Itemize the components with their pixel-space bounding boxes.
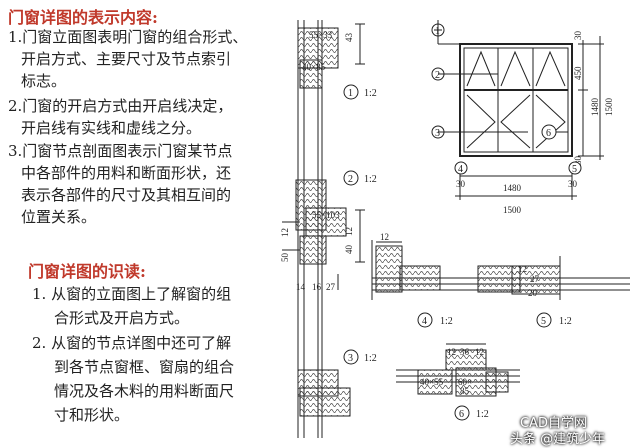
text-column: 门窗详图的表示内容: 1.门窗立面图表明门窗的组合形式、 开启方式、主要尺寸及节…	[0, 0, 285, 448]
d5-dim1-label: 12	[518, 264, 527, 274]
elev-h1-label: 450	[573, 66, 583, 80]
item-line: 1. 从窗的立面图上了解窗的组	[32, 285, 232, 303]
d6-ref-number: 6	[459, 409, 464, 420]
elev-ref2-circle	[431, 67, 445, 81]
elev-ref3: 3	[435, 128, 440, 139]
s2-dim6-label: 14	[296, 282, 306, 292]
elev-ref4: 4	[458, 164, 463, 175]
elev-ref5-circle	[568, 161, 582, 175]
item-line: 2. 从窗的节点详图中还可了解	[32, 334, 232, 352]
s3-scale: 1:2	[364, 353, 377, 364]
elev-w2-label: 1500	[503, 205, 522, 215]
s1-ref-number: 1	[348, 88, 353, 99]
d5-dim2-label: 27	[530, 274, 540, 284]
elev-w3-label: 30	[456, 179, 466, 189]
s2-ref-circle	[343, 170, 359, 186]
s1-dim2-label: 40×85	[302, 62, 326, 72]
d6-dim2-label: 36	[460, 347, 470, 357]
section1-title: 门窗详图的表示内容:	[8, 8, 158, 27]
item-line: 开启方式、主要尺寸及节点索引	[21, 50, 232, 68]
item-line: 情况及各木料的用料断面尺	[54, 382, 235, 400]
elev-ref1-circle	[431, 23, 445, 37]
section1-item-1: 1.门窗立面图表明门窗的组合形式、 开启方式、主要尺寸及节点索引 标志。	[8, 26, 247, 92]
item-line: 中各部件的用料和断面形状，还	[21, 164, 232, 182]
window-elevation	[434, 20, 604, 200]
s2-size-label: 55×103	[312, 210, 340, 220]
elev-ref6: 6	[546, 128, 551, 139]
section2-item-1: 1. 从窗的立面图上了解窗的组 合形式及开启方式。	[32, 282, 231, 330]
item-line: 合形式及开启方式。	[54, 309, 190, 327]
section2-item-2: 2. 从窗的节点详图中还可了解 到各节点窗框、窗扇的组合 情况及各木料的用料断面…	[32, 331, 234, 427]
d5-dim3-label: 20	[528, 288, 538, 298]
s1-size-label: 55×33	[309, 30, 333, 40]
s2-scale: 1:2	[364, 174, 377, 185]
mullion-section-6	[396, 343, 520, 397]
s3-ref-number: 3	[348, 353, 353, 364]
d6-dim3-label: 12	[475, 347, 484, 357]
elev-ref1: 1	[435, 26, 440, 37]
elev-ref3-circle	[431, 125, 445, 139]
item-line: 位置关系。	[21, 208, 97, 226]
item-line: 2.门窗的开启方式由开启线决定，	[8, 97, 233, 115]
elev-h3-label: 1480	[590, 98, 600, 117]
watermark-top: CAD自学网	[520, 416, 587, 431]
s2-dim2-label: 12	[344, 227, 354, 236]
watermark-bottom: 头条 @建筑少年	[510, 432, 606, 447]
s3-ref-circle	[343, 349, 359, 365]
item-line: 表示各部件的尺寸及其相互间的	[21, 186, 232, 204]
d4-dim-label: 12	[380, 232, 389, 242]
item-line: 1.门窗立面图表明门窗的组合形式、	[8, 28, 248, 46]
item-line: 寸和形状。	[54, 406, 130, 424]
d4-ref-number: 4	[422, 316, 427, 327]
s2-dim4-label: 12	[280, 228, 290, 237]
item-line: 开启线有实线和虚线之分。	[21, 119, 202, 137]
elev-h5-label: 30	[573, 156, 583, 166]
section2-title: 门窗详图的识读:	[28, 262, 146, 281]
section1-item-3: 3.门窗节点剖面图表示门窗某节点 中各部件的用料和断面形状，还 表示各部件的尺寸…	[8, 140, 232, 228]
section1-item-2: 2.门窗的开启方式由开启线决定， 开启线有实线和虚线之分。	[8, 95, 232, 139]
s1-scale: 1:2	[364, 88, 377, 99]
elev-w4-label: 30	[568, 179, 578, 189]
item-line: 到各节点窗框、窗扇的组合	[54, 358, 235, 376]
s2-dim8-label: 27	[326, 282, 336, 292]
vertical-section	[282, 20, 365, 438]
d5-scale: 1:2	[559, 316, 572, 327]
d4-ref-circle	[417, 312, 433, 328]
d5-ref-number: 5	[541, 316, 546, 327]
d6-dim1-label: 12	[447, 347, 456, 357]
d6-scale: 1:2	[476, 409, 489, 420]
item-line: 3.门窗节点剖面图表示门窗某节点	[8, 142, 233, 160]
d6-size3-label: 85	[460, 386, 470, 396]
d6-ref-circle	[454, 405, 470, 421]
elev-ref2: 2	[435, 70, 440, 81]
elev-h2-label: 1500	[604, 98, 614, 117]
d6-size1-label: 40×55	[420, 377, 444, 387]
d4-scale: 1:2	[440, 316, 453, 327]
elev-ref5: 5	[572, 164, 577, 175]
s2-dim7-label: 16	[312, 282, 322, 292]
elev-ref4-circle	[454, 161, 468, 175]
elev-w1-label: 1480	[503, 183, 522, 193]
d5-ref-circle	[536, 312, 552, 328]
s2-dim5-label: 50	[280, 253, 290, 263]
s1-ref-circle	[343, 84, 359, 100]
d6-size2-label: 60×	[458, 377, 472, 387]
item-line: 标志。	[21, 72, 67, 90]
s1-dim1-label: 43	[344, 33, 354, 43]
s2-ref-number: 2	[348, 174, 353, 185]
s2-dim3-label: 40	[344, 245, 354, 255]
horizontal-section-4-5	[371, 240, 630, 300]
elev-h4-label: 30	[573, 31, 583, 41]
elev-ref6-circle	[541, 124, 557, 140]
